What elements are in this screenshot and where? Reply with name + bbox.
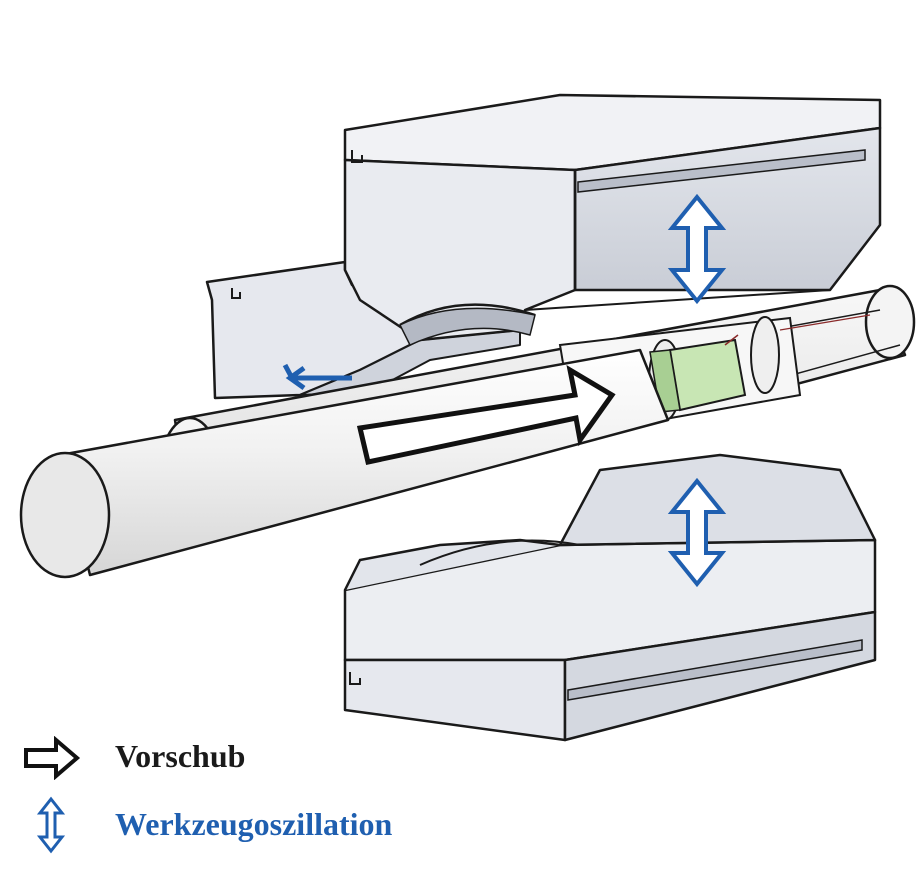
- legend-feed-label: Vorschub: [115, 738, 246, 774]
- hollow-right-arrow-icon: [24, 736, 81, 780]
- feed-arrow: [356, 364, 616, 465]
- lower-oscillation-arrow: [667, 477, 727, 588]
- upper-oscillation-arrow: [667, 193, 727, 305]
- lower-die: [343, 453, 877, 742]
- upper-die: [343, 93, 882, 346]
- legend-oscillation-label: Werkzeugoszillation: [115, 806, 393, 842]
- rear-oscillation-arrow: [282, 363, 352, 391]
- double-vertical-arrow-icon: [36, 796, 66, 854]
